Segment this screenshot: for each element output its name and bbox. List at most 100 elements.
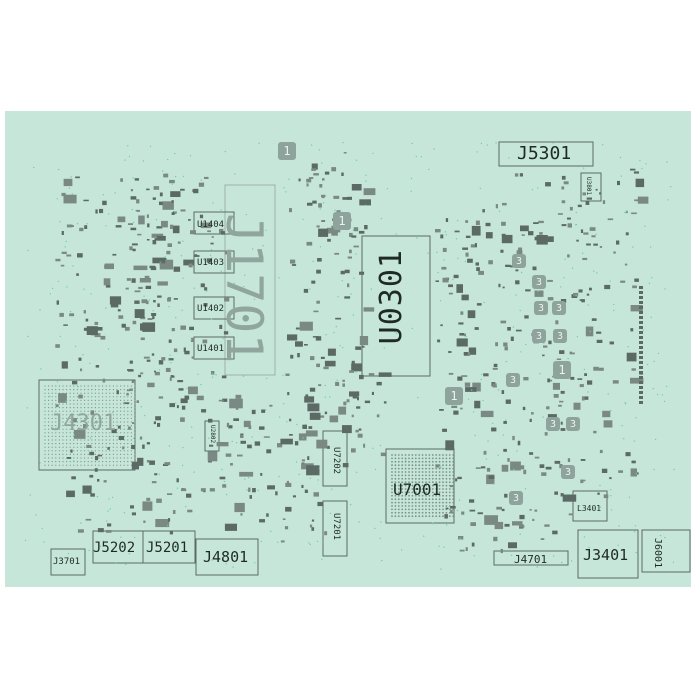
bga-ball — [98, 443, 100, 445]
via-dot — [309, 543, 311, 546]
u1401-outline — [193, 336, 235, 360]
via-dot — [355, 471, 358, 473]
smd-part — [139, 278, 151, 283]
j5201-outline — [142, 530, 196, 564]
smd-part — [556, 358, 562, 360]
bga-ball — [69, 428, 71, 430]
bga-ball — [98, 446, 100, 448]
smd-part — [186, 493, 192, 498]
bga-ball — [421, 471, 424, 473]
bga-ball — [116, 450, 118, 452]
smd-part — [468, 347, 477, 355]
smd-part — [559, 464, 563, 469]
smd-part — [585, 326, 594, 337]
bga-ball — [84, 410, 86, 412]
smd-part — [338, 406, 347, 415]
bga-ball — [408, 505, 410, 507]
smd-part — [131, 461, 139, 470]
bga-ball — [94, 389, 96, 391]
bga-ball — [391, 515, 393, 518]
bga-ball — [452, 481, 455, 484]
u7202-label: U7202 — [331, 447, 341, 475]
via-dot — [665, 385, 668, 388]
smd-part — [221, 375, 227, 379]
bga-ball — [414, 474, 417, 477]
bga-ball — [397, 481, 400, 484]
bga-ball — [120, 396, 122, 398]
smd-part — [259, 426, 265, 430]
smd-part — [492, 367, 498, 370]
smd-part — [158, 360, 164, 365]
bga-ball — [80, 461, 82, 463]
j4701-outline — [493, 550, 569, 566]
smd-part — [187, 509, 193, 513]
smd-part — [181, 488, 185, 491]
bga-ball — [112, 425, 114, 427]
via-dot — [635, 417, 637, 419]
bga-ball — [438, 505, 441, 507]
bga-ball — [418, 460, 421, 463]
smd-part — [312, 200, 317, 204]
bga-ball — [418, 467, 421, 470]
bga-ball — [73, 425, 75, 427]
bga-ball — [411, 457, 414, 460]
via-dot — [174, 211, 176, 213]
bga-ball — [116, 417, 118, 419]
smd-part — [349, 391, 360, 397]
via-dot — [635, 473, 637, 475]
bga-ball — [418, 515, 421, 518]
via-dot — [459, 537, 461, 540]
via-dot — [56, 198, 58, 200]
bga-ball — [418, 505, 421, 507]
bga-ball — [130, 385, 132, 387]
bga-ball — [105, 385, 107, 387]
smd-part — [563, 181, 569, 185]
bga-ball — [442, 491, 444, 494]
via-dot — [445, 234, 447, 236]
via-dot — [380, 521, 382, 523]
smd-part — [508, 542, 517, 549]
smd-part — [60, 264, 65, 267]
smd-part — [154, 473, 158, 476]
bga-ball — [44, 439, 46, 441]
via-dot — [519, 309, 521, 312]
bga-ball — [134, 389, 136, 391]
via-dot — [208, 437, 210, 439]
bga-ball — [105, 410, 107, 412]
bga-ball — [425, 467, 427, 470]
bga-ball — [112, 439, 114, 441]
bga-ball — [112, 403, 114, 405]
via-dot — [258, 142, 260, 144]
smd-part — [161, 220, 168, 228]
bga-ball — [445, 457, 448, 460]
via-dot — [108, 213, 110, 215]
bga-ball — [80, 392, 82, 394]
smd-part — [599, 449, 603, 454]
bga-ball — [73, 403, 75, 405]
bga-ball — [73, 428, 75, 430]
smd-part — [591, 318, 597, 321]
smd-part — [630, 328, 634, 332]
via-dot — [395, 233, 397, 235]
via-dot — [633, 531, 636, 533]
bga-ball — [84, 403, 86, 405]
bga-ball — [391, 511, 393, 514]
smd-part — [83, 424, 88, 429]
bga-ball — [51, 435, 53, 437]
smd-part — [240, 513, 243, 516]
smd-part — [554, 491, 558, 495]
smd-part — [504, 346, 508, 351]
via-dot — [331, 488, 333, 490]
bga-ball — [421, 467, 424, 470]
bga-ball — [435, 498, 438, 501]
pin1-marker: 1 — [278, 142, 296, 160]
bga-ball — [408, 464, 410, 467]
u0301-label: U0301 — [374, 249, 409, 345]
bga-ball — [418, 488, 421, 490]
smd-part — [151, 481, 157, 484]
smd-part — [500, 548, 503, 554]
via-dot — [624, 402, 626, 404]
smd-part — [156, 498, 162, 503]
via-dot — [86, 223, 88, 225]
via-dot — [88, 549, 90, 552]
